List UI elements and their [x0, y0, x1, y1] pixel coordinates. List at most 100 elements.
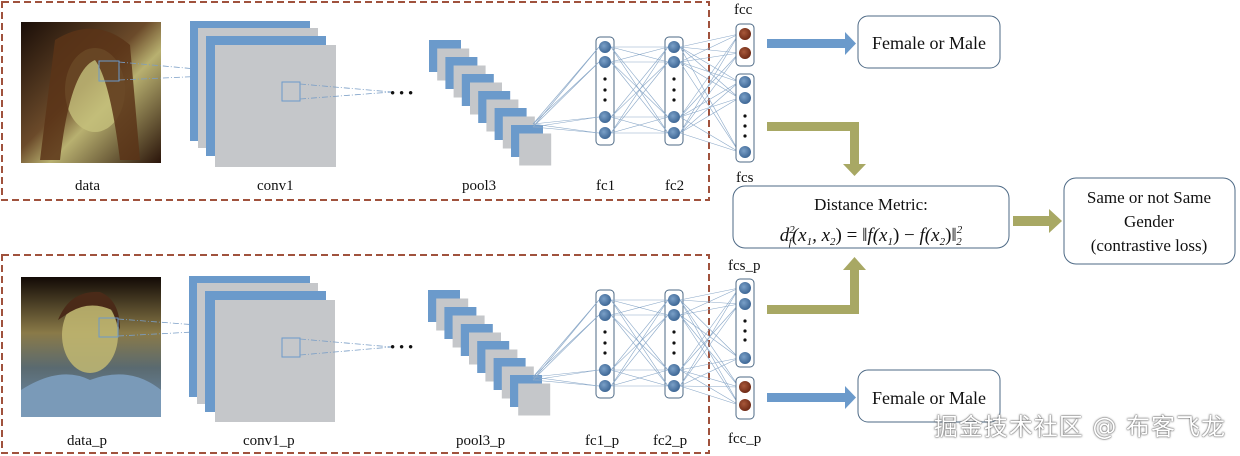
arrow-gender-bottom: [767, 386, 856, 409]
neuron-node: [668, 294, 680, 306]
neuron-node: [668, 111, 680, 123]
input-image-male: [21, 277, 161, 417]
ellipsis-p: • • •: [390, 340, 413, 356]
pool3-p-feature-maps: [428, 290, 551, 416]
connection-line: [679, 116, 740, 153]
ellipsis-dot: [603, 341, 607, 345]
loss-line2: Gender: [1124, 212, 1174, 231]
label-pool3: pool3: [462, 178, 496, 194]
connection-line: [532, 369, 600, 378]
contrastive-loss-box: Same or not Same Gender (contrastive los…: [1063, 177, 1236, 265]
connection-line: [679, 81, 740, 134]
fcc-p-layer: [735, 376, 755, 420]
neuron-node: [599, 111, 611, 123]
top-branch: • • • data conv1 pool3 fc1 fc2 fcc fcs: [1, 1, 755, 201]
neuron-node: [599, 41, 611, 53]
neuron-node: [739, 47, 751, 59]
label-fcc-p: fcc_p: [728, 431, 761, 447]
neuron-node: [739, 399, 751, 411]
neuron-node: [668, 56, 680, 68]
input-image-female: [21, 22, 161, 163]
connection-line: [679, 357, 740, 387]
connection-line: [610, 314, 669, 387]
label-pool3-p: pool3_p: [456, 433, 505, 449]
connection-line: [679, 385, 740, 406]
connection-line: [610, 46, 669, 118]
connection-line: [679, 52, 740, 134]
connection-line: [532, 299, 600, 381]
connection-line: [679, 314, 740, 388]
connection-line: [679, 61, 740, 153]
label-fcc: fcc: [734, 2, 753, 18]
ellipsis-dot: [672, 77, 676, 81]
neuron-node: [599, 309, 611, 321]
label-fcs: fcs: [736, 170, 754, 186]
connection-line: [532, 369, 600, 381]
neuron-node: [668, 41, 680, 53]
fc1-layer: [595, 36, 615, 146]
connection-line: [532, 116, 600, 128]
fc2-p-layer: [664, 289, 684, 399]
arrow-fcs-p-to-distance: [767, 257, 866, 314]
label-fc1: fc1: [596, 178, 615, 194]
distance-title: Distance Metric:: [814, 195, 928, 214]
connection-line: [679, 303, 740, 387]
connection-line: [532, 379, 600, 387]
neuron-node: [668, 364, 680, 376]
label-fc2-p: fc2_p: [653, 433, 687, 449]
pool-map: [519, 133, 552, 166]
neuron-node: [599, 294, 611, 306]
ellipsis-dot: [672, 330, 676, 334]
neuron-node: [599, 364, 611, 376]
label-data: data: [75, 178, 100, 194]
connection-line: [679, 52, 740, 118]
ellipsis-dot: [672, 351, 676, 355]
neuron-node: [739, 146, 751, 158]
ellipsis-dot: [743, 134, 747, 138]
watermark: 掘金技术社区 @ 布客飞龙: [933, 413, 1226, 441]
connection-line: [532, 116, 600, 125]
neuron-node: [739, 76, 751, 88]
conv1-p-feature-maps: [189, 276, 393, 422]
connection-line: [679, 46, 740, 54]
connection-line: [610, 61, 669, 134]
connection-line: [679, 33, 740, 48]
connection-line: [610, 116, 669, 134]
connection-line: [610, 46, 669, 63]
neuron-node: [739, 28, 751, 40]
connection-line: [679, 61, 740, 83]
connection-line: [610, 299, 669, 316]
connection-line: [532, 61, 600, 128]
ellipsis-dot: [743, 319, 747, 323]
neuron-node: [739, 298, 751, 310]
neuron-node: [739, 282, 751, 294]
neuron-node: [599, 56, 611, 68]
top-branch-dashed-frame: [1, 1, 710, 201]
label-fc1-p: fc1_p: [585, 433, 619, 449]
arrow-gender-top: [767, 32, 856, 55]
connection-line: [610, 46, 669, 134]
neuron-node: [599, 380, 611, 392]
ellipsis-dot: [603, 98, 607, 102]
label-conv1-p: conv1_p: [243, 433, 295, 449]
connection-line: [679, 81, 740, 118]
ellipsis-dot: [672, 341, 676, 345]
connection-line: [679, 33, 740, 118]
output-box-bottom: Female or Male: [857, 369, 1001, 423]
connection-line: [679, 287, 740, 316]
ellipsis-dot: [743, 329, 747, 333]
neuron-node: [739, 381, 751, 393]
ellipsis: • • •: [390, 86, 413, 102]
connection-line: [532, 46, 600, 128]
label-data-p: data_p: [67, 433, 107, 449]
connection-line: [679, 314, 740, 406]
ellipsis-dot: [603, 330, 607, 334]
connection-line: [679, 33, 740, 63]
connection-line: [679, 385, 740, 388]
ellipsis-dot: [603, 88, 607, 92]
connection-line: [679, 97, 740, 134]
ellipsis-dot: [743, 338, 747, 342]
